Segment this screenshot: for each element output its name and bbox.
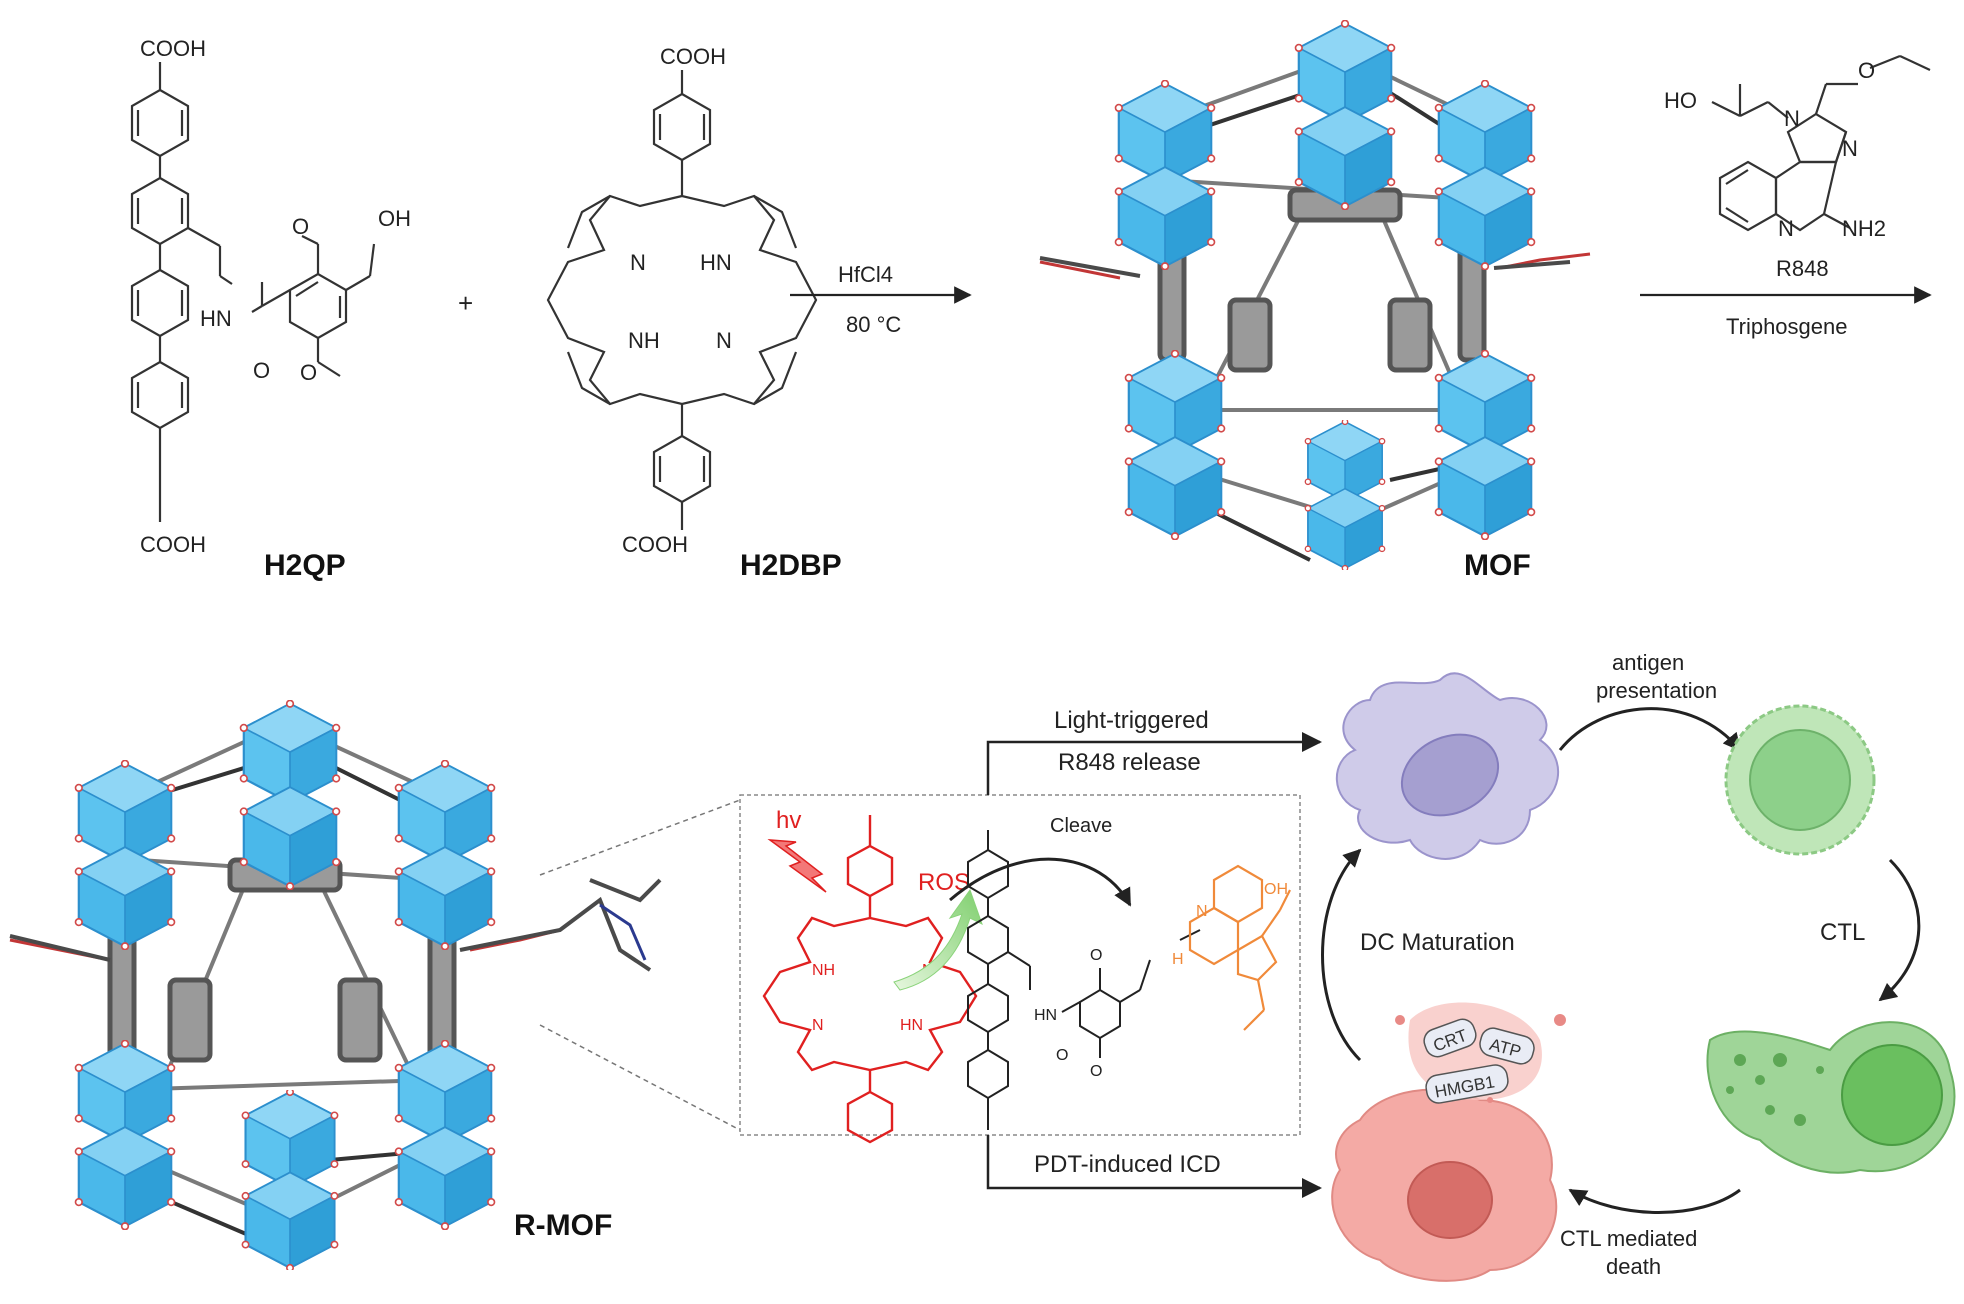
r848-label: R848 [1776, 256, 1829, 281]
h2dbp-structure [546, 70, 818, 530]
ros-arrow [893, 888, 983, 991]
antigen-1: antigen [1612, 650, 1684, 675]
h2qp-o-bottom: O [300, 360, 317, 385]
h2qp-structure [130, 62, 376, 522]
ctl-death-1: CTL mediated [1560, 1226, 1697, 1251]
link-hn: HN [1034, 1007, 1057, 1024]
mof-structure [1039, 20, 1591, 570]
reagent-triphosgene: Triphosgene [1726, 314, 1847, 339]
r848-structure [1711, 54, 1931, 232]
dc-maturation-arrow [1321, 848, 1362, 1062]
atp-badge: ATP [1479, 1027, 1535, 1065]
dendritic-cell [1335, 672, 1559, 860]
ctl-arrow [1878, 858, 1921, 1002]
r848-zoom-h: H [1172, 951, 1184, 968]
pdt-icd-label: PDT-induced ICD [1034, 1151, 1221, 1178]
h2qp-o-top: O [292, 214, 309, 239]
pdt-icd-arrow [986, 1135, 1322, 1198]
h2dbp-n1: N [630, 250, 646, 275]
r848-o: O [1858, 58, 1875, 83]
r848-n1: N [1784, 106, 1800, 131]
ctl-label: CTL [1820, 919, 1865, 946]
reagent-hfcl4: HfCl4 [838, 262, 893, 287]
r848-zoom-n: N [1196, 903, 1208, 920]
light-release-1: Light-triggered [1054, 707, 1209, 734]
plus-sign: + [458, 288, 473, 318]
zoom-r848 [1188, 864, 1291, 1031]
zoom-guide-bottom [539, 1024, 741, 1131]
zoom-box [739, 794, 1301, 1136]
lightning-icon [767, 839, 827, 893]
reaction-temperature: 80 °C [846, 312, 901, 337]
light-release-arrow [986, 732, 1322, 795]
h2qp-o-amide: O [253, 358, 270, 383]
r848-nh2: NH2 [1842, 216, 1886, 241]
r848-ho: HO [1664, 88, 1697, 113]
rmof-structure [9, 700, 662, 1270]
porph-hn: HN [900, 1017, 923, 1034]
cleave-arrow [949, 857, 1132, 907]
h2dbp-cooh-bottom: COOH [622, 532, 688, 557]
h2dbp-n2: N [716, 328, 732, 353]
link-o1: O [1090, 947, 1102, 964]
mof-label: MOF [1464, 549, 1531, 582]
h2qp-oh: OH [378, 206, 411, 231]
h2qp-label: H2QP [264, 549, 346, 582]
h2qp-hn: HN [200, 306, 232, 331]
h2dbp-hn: HN [700, 250, 732, 275]
zoom-guide-top [539, 799, 741, 876]
rmof-label: R-MOF [514, 1209, 612, 1242]
t-cell [1724, 704, 1876, 856]
hv-label: hv [776, 807, 801, 834]
cleave-label: Cleave [1050, 815, 1112, 837]
link-o3: O [1090, 1063, 1102, 1080]
ctl-cell [1706, 1021, 1956, 1174]
ctl-death-2: death [1606, 1254, 1661, 1279]
light-release-2: R848 release [1058, 749, 1201, 776]
porph-n2: N [812, 1017, 824, 1034]
r848-n2: N [1842, 136, 1858, 161]
h2qp-cooh-top: COOH [140, 36, 206, 61]
r848-zoom-oh: OH [1264, 881, 1288, 898]
zoom-qp-linker [967, 830, 1201, 1130]
link-o2: O [1056, 1047, 1068, 1064]
r848-n3: N [1778, 216, 1794, 241]
h2qp-cooh-bottom: COOH [140, 532, 206, 557]
h2dbp-cooh-top: COOH [660, 44, 726, 69]
h2dbp-nh: NH [628, 328, 660, 353]
antigen-arrow [1558, 707, 1742, 752]
antigen-2: presentation [1596, 678, 1717, 703]
ctl-death-arrow [1568, 1188, 1741, 1214]
dc-maturation-label: DC Maturation [1360, 929, 1515, 956]
porphyrin-linker [762, 815, 978, 1144]
h2dbp-label: H2DBP [740, 549, 842, 582]
porph-nh: NH [812, 962, 835, 979]
